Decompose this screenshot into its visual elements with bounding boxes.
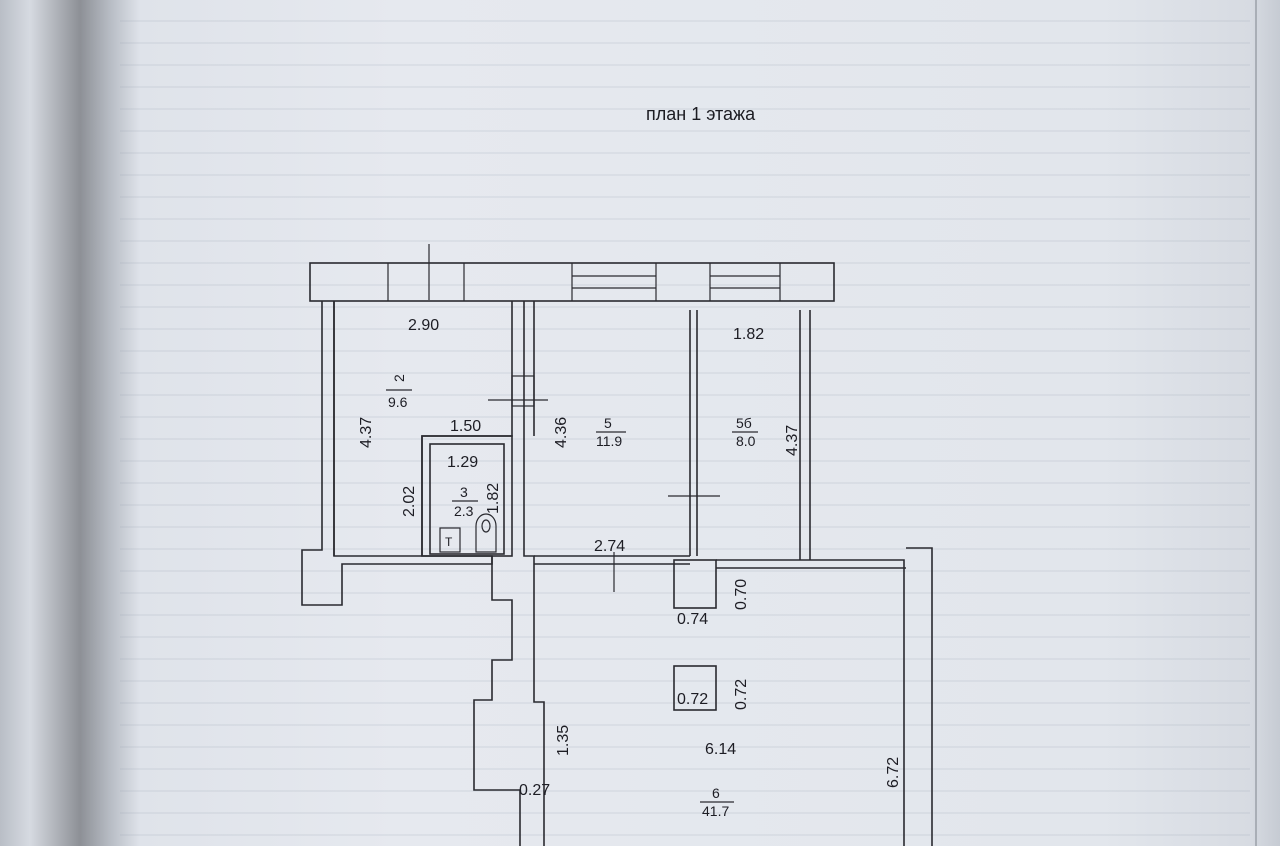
dim-label: 0.74 — [677, 611, 708, 628]
dim-label: 1.82 — [733, 326, 764, 343]
top-wall — [309, 262, 835, 302]
paper-fold — [1255, 0, 1257, 846]
room-number: 2 — [391, 374, 407, 382]
room-6-walls — [673, 547, 933, 846]
room-area: 41.7 — [702, 803, 729, 819]
room-5-label: 5 11.9 — [596, 415, 626, 449]
dim-label: 2.90 — [408, 317, 439, 334]
room-area: 11.9 — [596, 433, 622, 449]
dim-label: 4.37 — [784, 425, 801, 456]
dim-label: 0.27 — [519, 782, 550, 799]
corridor-walls — [473, 301, 545, 846]
plan-title: план 1 этажа — [646, 104, 756, 124]
dim-label: 1.82 — [485, 483, 502, 514]
room-2-walls — [301, 301, 493, 606]
room-number: 3 — [460, 484, 468, 500]
dim-label: 2.02 — [401, 486, 418, 517]
room-area: 9.6 — [388, 394, 408, 410]
dim-label: 4.36 — [553, 417, 570, 448]
room-number: 6 — [712, 785, 720, 801]
dim-label: 1.29 — [447, 454, 478, 471]
room-5-walls — [534, 310, 811, 592]
bathroom-walls — [421, 435, 513, 557]
room-area: 8.0 — [736, 433, 756, 449]
room-6-label: 6 41.7 — [700, 785, 734, 819]
window-right — [710, 275, 780, 289]
room-3-label: 3 2.3 — [452, 484, 478, 519]
toilet-symbol: T — [445, 535, 453, 549]
dim-label: 4.37 — [358, 417, 375, 448]
central-wall — [421, 301, 548, 556]
room-number: 5 — [604, 415, 612, 431]
room-2-label: 2 9.6 — [386, 374, 412, 410]
dim-label: 6.14 — [705, 741, 736, 758]
dim-label: 1.35 — [555, 725, 572, 756]
room-area: 2.3 — [454, 503, 474, 519]
dim-label: 0.72 — [677, 691, 708, 708]
room-5b-label: 5б 8.0 — [732, 415, 758, 449]
room-number: 5б — [736, 415, 752, 431]
dim-label: 6.72 — [885, 757, 902, 788]
dim-label: 0.72 — [733, 679, 750, 710]
ruled-lines — [120, 0, 1250, 846]
window-left — [572, 275, 656, 289]
dim-label: 1.50 — [450, 418, 481, 435]
dim-label: 0.70 — [733, 579, 750, 610]
dim-label: 2.74 — [594, 538, 625, 555]
